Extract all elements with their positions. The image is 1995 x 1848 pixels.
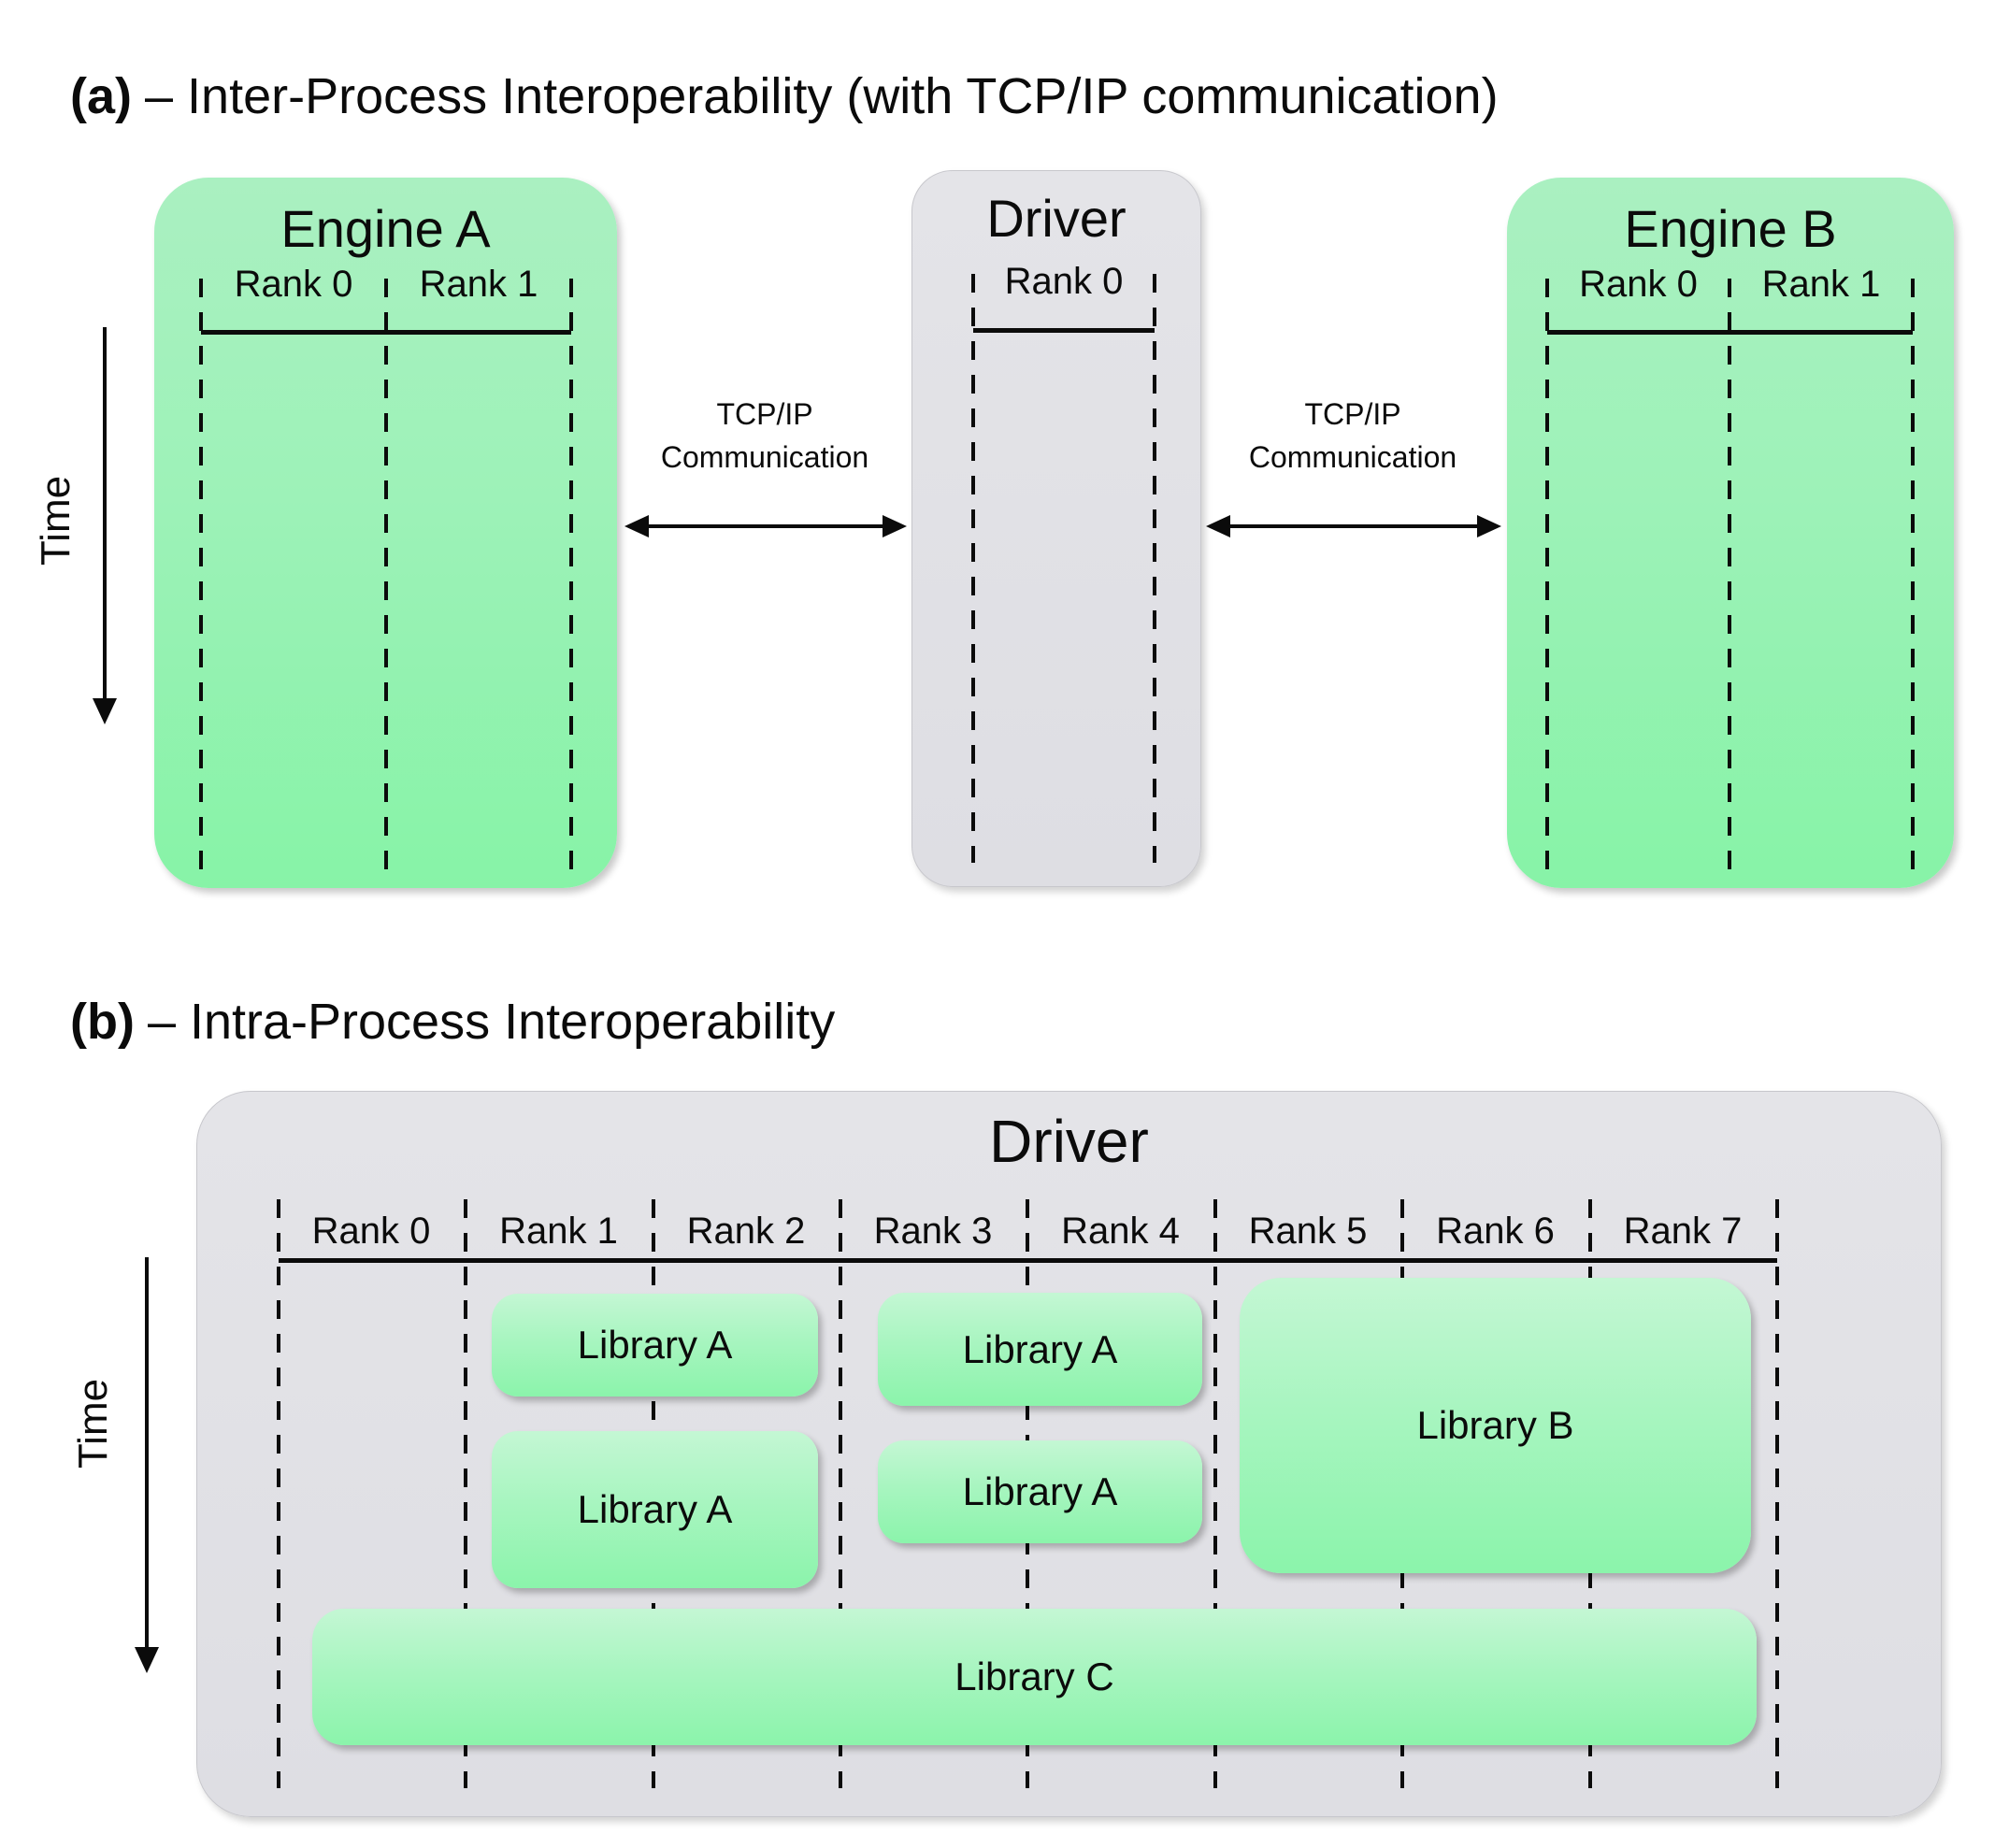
driver-b-lifeline-8: [1775, 1199, 1779, 1788]
time-axis-label-b: Time: [70, 1378, 116, 1469]
library-b-box: Library B: [1240, 1278, 1751, 1573]
driver-b-lifeline-0: [277, 1199, 280, 1788]
tcp-arrow-right-shaft: [1223, 524, 1485, 528]
tcp-arrow-right-head-right: [1477, 515, 1501, 537]
time-arrow-b-icon: [134, 1257, 160, 1673]
engine-a-title: Engine A: [280, 199, 491, 258]
tcp-arrow-right-icon: [1206, 513, 1501, 539]
engine-a-rank1-label: Rank 1: [419, 264, 538, 305]
library-c-box: Library C: [312, 1609, 1757, 1745]
tcp-label-right-line1: TCP/IP: [1304, 397, 1401, 431]
engine-b-rank-underline: [1547, 330, 1913, 335]
driver-b-rank2-label: Rank 2: [686, 1211, 806, 1252]
tcp-label-right-line2: Communication: [1248, 440, 1457, 474]
time-arrow-b-shaft: [145, 1257, 149, 1649]
driver-a-rank0-label: Rank 0: [1004, 261, 1124, 302]
driver-b-lifeline-1: [464, 1199, 467, 1788]
driver-a-rank-underline: [973, 328, 1155, 333]
driver-b-panel: Driver Rank 0 Rank 1 Rank 2 Rank 3 Rank …: [196, 1091, 1942, 1817]
library-a-box-2-label: Library A: [962, 1326, 1118, 1371]
tcp-label-left-line2: Communication: [660, 440, 869, 474]
driver-b-rank4-label: Rank 4: [1061, 1211, 1180, 1252]
engine-b-lifeline-left: [1545, 279, 1549, 874]
time-arrow-b-head: [135, 1647, 159, 1673]
library-a-box-4-label: Library A: [962, 1469, 1118, 1513]
driver-b-rank3-label: Rank 3: [873, 1211, 993, 1252]
tcp-arrow-left-icon: [624, 513, 907, 539]
library-c-box-label: Library C: [954, 1655, 1114, 1698]
library-a-box-1: Library A: [492, 1294, 818, 1397]
driver-b-rank-underline: [279, 1258, 1777, 1263]
driver-a-title: Driver: [986, 189, 1127, 248]
driver-a-panel: Driver Rank 0: [911, 170, 1201, 887]
tcp-arrow-right-head-left: [1206, 515, 1230, 537]
driver-b-lifeline-5: [1213, 1199, 1217, 1788]
tcp-label-left-line1: TCP/IP: [716, 397, 813, 431]
driver-b-rank1-label: Rank 1: [499, 1211, 618, 1252]
library-a-box-1-label: Library A: [577, 1323, 733, 1367]
engine-b-panel: Engine B Rank 0 Rank 1: [1507, 178, 1954, 888]
driver-b-rank6-label: Rank 6: [1436, 1211, 1555, 1252]
driver-a-lifeline-left: [971, 274, 975, 863]
library-a-box-2: Library A: [878, 1293, 1202, 1406]
library-b-box-label: Library B: [1416, 1403, 1574, 1447]
driver-a-lifeline-right: [1153, 274, 1156, 863]
tcp-arrow-left-head-right: [883, 515, 907, 537]
section-b-label: (b): [70, 994, 135, 1050]
time-arrow-a-icon: [92, 327, 118, 724]
time-arrow-a-head: [93, 698, 117, 724]
time-arrow-a-shaft: [103, 327, 107, 700]
engine-a-lifeline-mid: [384, 279, 388, 874]
engine-a-lifeline-right: [569, 279, 573, 874]
engine-a-rank0-label: Rank 0: [234, 264, 353, 305]
section-a-title: (a)– Inter-Process Interoperability (wit…: [70, 64, 1499, 129]
engine-b-rank1-label: Rank 1: [1761, 264, 1881, 305]
driver-b-lifeline-3: [839, 1199, 842, 1788]
driver-b-rank0-label: Rank 0: [311, 1211, 431, 1252]
engine-a-rank-underline: [201, 330, 571, 335]
engine-a-lifeline-left: [199, 279, 203, 874]
engine-b-rank0-label: Rank 0: [1579, 264, 1698, 305]
driver-b-rank5-label: Rank 5: [1248, 1211, 1368, 1252]
tcp-arrow-left-head-left: [624, 515, 649, 537]
section-a-title-text: – Inter-Process Interoperability (with T…: [145, 68, 1499, 124]
engine-b-lifeline-right: [1911, 279, 1915, 874]
library-a-box-3-label: Library A: [577, 1487, 733, 1531]
engine-a-panel: Engine A Rank 0 Rank 1: [154, 178, 617, 888]
tcp-label-right: TCP/IP Communication: [1210, 393, 1496, 479]
time-axis-label-a: Time: [33, 475, 79, 566]
engine-b-title: Engine B: [1624, 199, 1837, 258]
section-b-title-text: – Intra-Process Interoperability: [147, 994, 836, 1050]
library-a-box-3: Library A: [492, 1431, 818, 1588]
driver-b-rank7-label: Rank 7: [1623, 1211, 1743, 1252]
tcp-arrow-left-shaft: [641, 524, 890, 528]
driver-b-title: Driver: [989, 1108, 1149, 1175]
library-a-box-4: Library A: [878, 1440, 1202, 1543]
engine-b-lifeline-mid: [1728, 279, 1731, 874]
section-b-title: (b)– Intra-Process Interoperability: [70, 989, 835, 1054]
tcp-label-left: TCP/IP Communication: [622, 393, 908, 479]
section-a-label: (a): [70, 68, 132, 124]
